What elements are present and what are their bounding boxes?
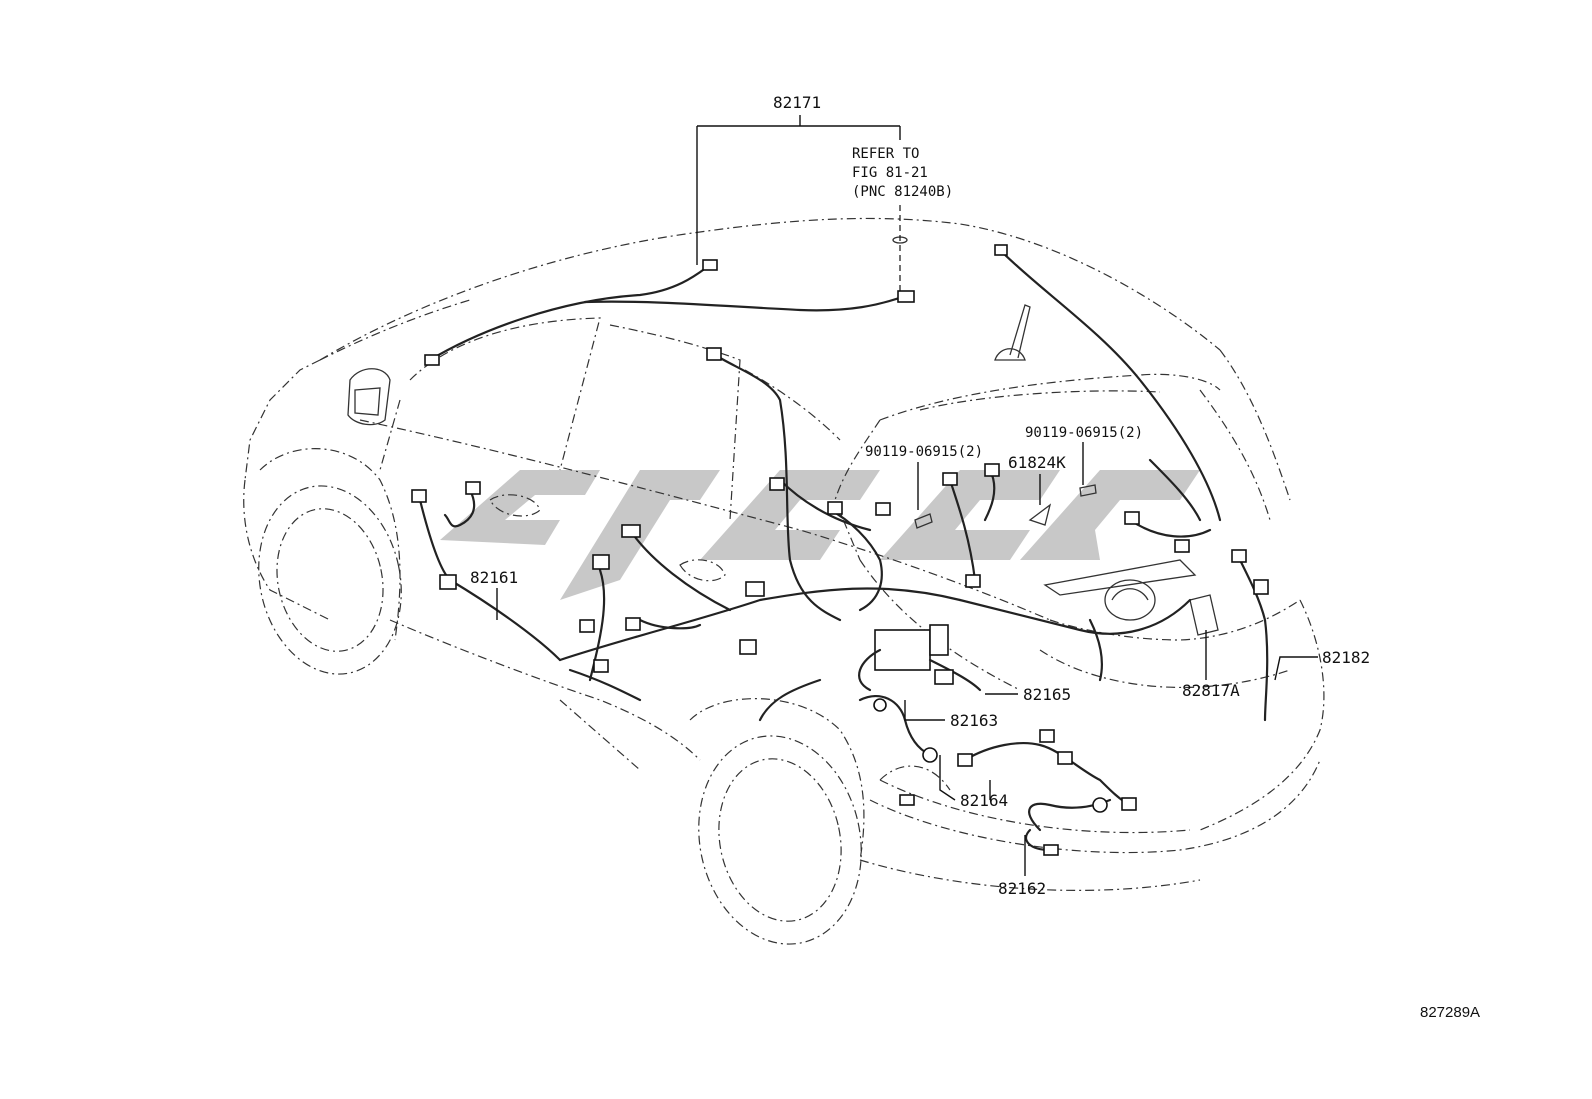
label-bolt-right: 90119-06915(2) bbox=[1025, 425, 1143, 441]
label-82161: 82161 bbox=[470, 568, 518, 587]
junction-block bbox=[858, 624, 982, 692]
label-61824k: 61824K bbox=[1008, 453, 1066, 472]
pillar-harness bbox=[706, 347, 891, 655]
part-labels: 82171 REFER TO FIG 81-21 (PNC 81240B) 90… bbox=[470, 93, 1480, 1021]
leader-lines bbox=[496, 115, 1318, 876]
label-bolt-left: 90119-06915(2) bbox=[865, 444, 983, 460]
watermark-logo bbox=[440, 470, 1200, 600]
label-refer-line3: (PNC 81240B) bbox=[852, 184, 953, 200]
bumper-harness-82164 bbox=[899, 729, 1137, 811]
rear-harness-82165 bbox=[942, 244, 1269, 722]
label-82817a: 82817A bbox=[1182, 681, 1240, 700]
floor-harness-82161 bbox=[411, 481, 962, 702]
label-82163: 82163 bbox=[950, 711, 998, 730]
label-82164: 82164 bbox=[960, 791, 1008, 810]
figure-code: 827289A bbox=[1420, 1004, 1480, 1021]
tail-lamp-harness-82163 bbox=[758, 678, 938, 763]
label-82165: 82165 bbox=[1023, 685, 1071, 704]
label-refer-line2: FIG 81-21 bbox=[852, 165, 928, 181]
license-harness-82162 bbox=[1025, 797, 1112, 856]
label-refer-line1: REFER TO bbox=[852, 146, 919, 162]
label-82182: 82182 bbox=[1322, 648, 1370, 667]
label-82171: 82171 bbox=[773, 93, 821, 112]
car-body-outline bbox=[243, 217, 1325, 945]
label-82162: 82162 bbox=[998, 879, 1046, 898]
roof-harness-82171 bbox=[424, 259, 915, 366]
